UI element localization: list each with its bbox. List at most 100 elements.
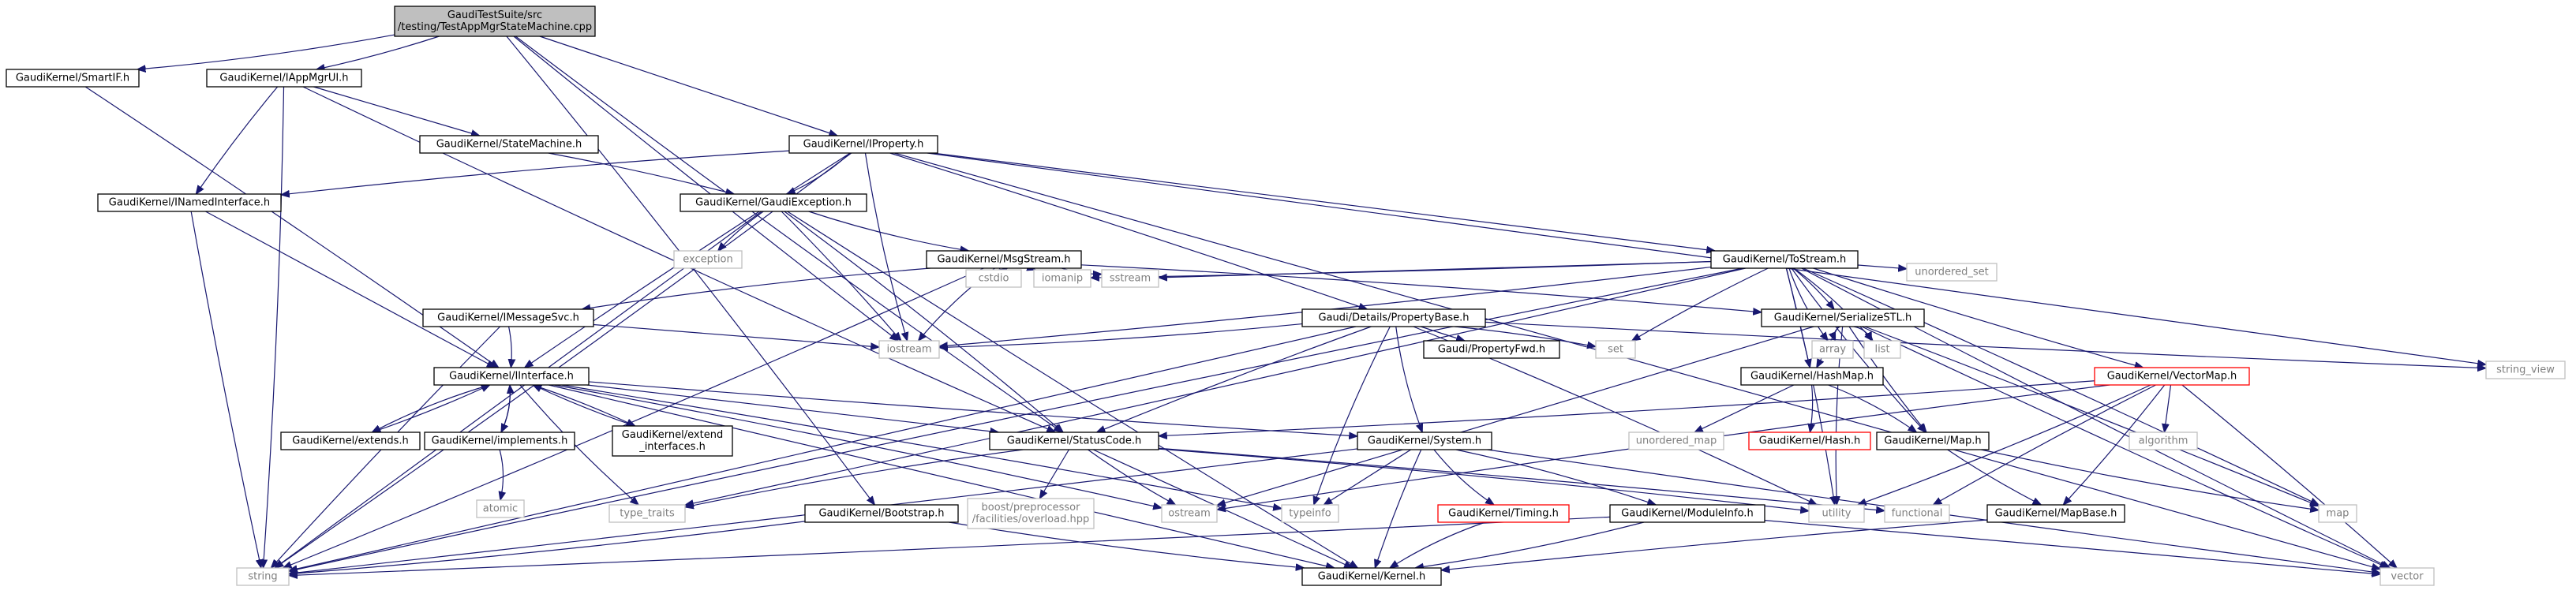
edge-iproperty-to-tostream (932, 152, 1715, 251)
node-root[interactable]: GaudiTestSuite/src/testing/TestAppMgrSta… (394, 6, 596, 37)
node-serializestl-label: GaudiKernel/SerializeSTL.h (1774, 312, 1911, 324)
edge-hashmap-to-map_h (1828, 384, 1917, 432)
edge-serializestl-to-vector (1861, 326, 2388, 568)
edge-propertybase-to-string_view (1485, 321, 2486, 368)
node-extend_interfaces[interactable]: GaudiKernel/extend_interfaces.h (612, 425, 733, 457)
edge-iproperty-to-iostream (864, 152, 907, 341)
node-functional: functional (1884, 504, 1950, 523)
edge-iinterface-to-statuscode (586, 384, 999, 432)
node-imessagesvc[interactable]: GaudiKernel/IMessageSvc.h (422, 308, 594, 327)
nodes-layer: GaudiTestSuite/src/testing/TestAppMgrSta… (6, 6, 2566, 586)
node-implements-label: GaudiKernel/implements.h (432, 435, 568, 447)
edge-propertybase-to-set (1455, 326, 1596, 346)
node-set-box (1595, 340, 1636, 359)
edge-implements-to-iinterface (500, 385, 510, 433)
node-system-box (1357, 431, 1492, 450)
node-hash[interactable]: GaudiKernel/Hash.h (1748, 431, 1871, 450)
edge-statuscode-to-type_traits (685, 449, 1024, 507)
edge-propertybase-to-string (289, 326, 1357, 570)
node-array-box (1811, 340, 1854, 359)
node-tostream[interactable]: GaudiKernel/ToStream.h (1710, 250, 1859, 269)
node-system[interactable]: GaudiKernel/System.h (1357, 431, 1492, 450)
node-hashmap-label: GaudiKernel/HashMap.h (1750, 371, 1874, 383)
node-map-box (2318, 504, 2357, 523)
node-kernel[interactable]: GaudiKernel/Kernel.h (1301, 567, 1442, 586)
node-propertybase-box (1301, 308, 1486, 327)
node-utility-box (1808, 504, 1865, 523)
node-iproperty[interactable]: GaudiKernel/IProperty.h (788, 135, 938, 154)
node-vectormap-box (2094, 367, 2250, 386)
node-vector-label: vector (2391, 571, 2424, 583)
node-functional-box (1884, 504, 1950, 523)
edge-msgstream-to-serializestl (1080, 264, 1762, 312)
node-iinterface[interactable]: GaudiKernel/IInterface.h (433, 367, 590, 386)
node-inamedinterface-label: GaudiKernel/INamedInterface.h (109, 197, 270, 209)
node-extends[interactable]: GaudiKernel/extends.h (280, 431, 421, 450)
node-moduleinfo-label: GaudiKernel/ModuleInfo.h (1621, 508, 1753, 520)
node-statuscode[interactable]: GaudiKernel/StatusCode.h (989, 431, 1159, 450)
edge-imessagesvc-to-iinterface (509, 326, 512, 368)
node-mapbase[interactable]: GaudiKernel/MapBase.h (1986, 504, 2125, 523)
edge-tostream-to-serializestl (1792, 267, 1834, 309)
edge-propertybase-to-iostream (939, 323, 1303, 348)
edge-tostream-to-vectormap (1813, 267, 2143, 368)
node-msgstream-label: GaudiKernel/MsgStream.h (937, 254, 1070, 266)
edge-tostream-to-map (1803, 267, 2319, 505)
edge-serializestl-to-array (1834, 326, 1840, 341)
node-hashmap[interactable]: GaudiKernel/HashMap.h (1740, 367, 1884, 386)
edge-iinterface-to-extends (372, 384, 490, 432)
node-smartif-box (6, 69, 140, 88)
node-propertyfwd-label: Gaudi/PropertyFwd.h (1438, 344, 1545, 356)
edge-map_h-to-map (1981, 449, 2319, 510)
node-inamedinterface[interactable]: GaudiKernel/INamedInterface.h (97, 193, 282, 212)
node-timing[interactable]: GaudiKernel/Timing.h (1437, 504, 1570, 523)
node-boost_overload-label: boost/preprocessor (982, 502, 1081, 514)
node-iappmgrui[interactable]: GaudiKernel/IAppMgrUI.h (206, 69, 362, 88)
node-ostream: ostream (1161, 504, 1218, 523)
node-iproperty-box (788, 135, 938, 154)
node-gaudiexception[interactable]: GaudiKernel/GaudiException.h (680, 193, 867, 212)
node-array: array (1811, 340, 1854, 359)
edge-statuscode-to-kernel (1092, 449, 1353, 568)
edge-gaudiexception-to-exception (718, 211, 764, 251)
node-msgstream[interactable]: GaudiKernel/MsgStream.h (926, 250, 1082, 269)
edge-mapbase-to-kernel (1441, 519, 1988, 570)
node-extend_interfaces-label: GaudiKernel/extend (622, 429, 723, 441)
node-unordered_set-box (1906, 263, 1998, 282)
node-atomic-box (476, 499, 525, 518)
node-moduleinfo[interactable]: GaudiKernel/ModuleInfo.h (1609, 504, 1765, 523)
edge-tostream-to-string (289, 267, 1743, 571)
node-moduleinfo-box (1609, 504, 1765, 523)
node-extend_interfaces-box (612, 425, 733, 457)
node-iappmgrui-label: GaudiKernel/IAppMgrUI.h (219, 73, 348, 84)
node-serializestl[interactable]: GaudiKernel/SerializeSTL.h (1761, 308, 1925, 327)
node-inamedinterface-box (97, 193, 282, 212)
node-vectormap[interactable]: GaudiKernel/VectorMap.h (2094, 367, 2250, 386)
node-root-box (394, 6, 596, 37)
node-implements[interactable]: GaudiKernel/implements.h (424, 431, 575, 450)
node-bootstrap[interactable]: GaudiKernel/Bootstrap.h (804, 504, 959, 523)
node-map_h[interactable]: GaudiKernel/Map.h (1876, 431, 1990, 450)
edge-iproperty-to-propertybase (889, 152, 1368, 309)
node-iinterface-box (433, 367, 590, 386)
node-statemachine[interactable]: GaudiKernel/StateMachine.h (419, 135, 599, 154)
edge-iinterface-to-typeinfo (561, 384, 1282, 509)
node-smartif[interactable]: GaudiKernel/SmartIF.h (6, 69, 140, 88)
node-serializestl-box (1761, 308, 1925, 327)
edge-statuscode-to-functional (1158, 447, 1885, 510)
node-iinterface-label: GaudiKernel/IInterface.h (449, 371, 574, 383)
node-typeinfo: typeinfo (1281, 504, 1339, 523)
edge-hashmap-to-unordered_map (1694, 384, 1795, 432)
edge-statuscode-to-ostream (1088, 449, 1175, 505)
node-propertyfwd[interactable]: Gaudi/PropertyFwd.h (1423, 340, 1560, 359)
node-propertybase[interactable]: Gaudi/Details/PropertyBase.h (1301, 308, 1486, 327)
edge-root-to-iproperty (539, 35, 837, 136)
node-statemachine-box (419, 135, 599, 154)
node-type_traits: type_traits (608, 504, 686, 523)
edge-moduleinfo-to-vector (1764, 519, 2380, 574)
node-statemachine-label: GaudiKernel/StateMachine.h (436, 139, 582, 151)
edge-iinterface-to-type_traits (519, 384, 638, 505)
node-unordered_set: unordered_set (1906, 263, 1998, 282)
edge-smartif-to-iinterface (84, 86, 499, 368)
node-string-label: string (248, 571, 277, 583)
